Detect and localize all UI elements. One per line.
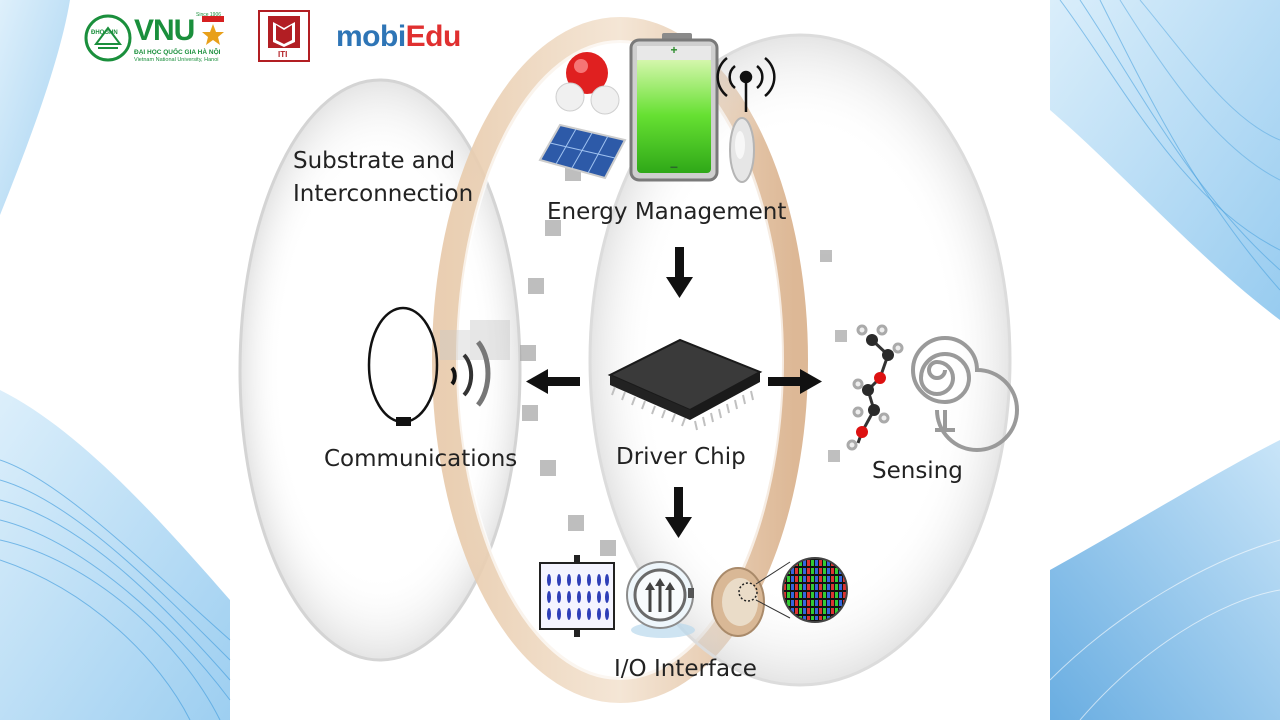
driver-chip-label: Driver Chip	[616, 444, 746, 470]
spiral-sensor-icon	[911, 336, 1019, 452]
vnu-subtitle-vi: ĐẠI HỌC QUỐC GIA HÀ NỘI	[134, 49, 221, 56]
loop-antenna-icon	[367, 306, 491, 426]
pupil-lens-icon	[626, 561, 695, 638]
interconnect-pads	[440, 165, 847, 556]
vnu-badge: ĐHQGHN	[91, 30, 118, 36]
vnu-since: Since 1906	[196, 12, 222, 18]
arrow-right-sensing	[768, 369, 822, 394]
wave-bottom-right	[1049, 440, 1280, 720]
mobiedu-text: mobiEdu	[336, 20, 461, 53]
arrow-down-energy	[666, 247, 693, 298]
antenna-icon	[716, 57, 776, 112]
vnu-star-icon	[202, 16, 224, 45]
vnu-logo: ĐHQGHN Since 1906 VNU ĐẠI HỌC QUỐC GIA H…	[84, 12, 234, 63]
interconnection-label: Interconnection	[293, 181, 474, 207]
pixel-display-icon	[782, 557, 848, 623]
vnu-subtitle-en: Vietnam National University, Hanoi	[134, 57, 219, 63]
arrow-left-comm	[526, 369, 580, 394]
molecule-icon	[846, 324, 904, 451]
wave-top-left	[0, 0, 70, 215]
wave-top-right	[1050, 0, 1280, 320]
wave-bottom-left	[0, 390, 231, 720]
flow-arrows	[526, 247, 822, 538]
vnu-text: VNU	[134, 14, 195, 47]
vnu-emblem-icon	[84, 14, 132, 62]
substrate-label: Substrate and	[293, 148, 456, 174]
arrow-down-io	[665, 487, 692, 538]
liquid-crystal-icon	[539, 555, 615, 637]
mobiedu-logo: mobiEdu	[336, 20, 461, 60]
solar-panel-icon	[538, 123, 627, 180]
water-molecule-icon	[555, 52, 620, 115]
contact-lens-icon	[729, 117, 755, 183]
communications-label: Communications	[324, 446, 518, 472]
iti-text: ITI	[278, 50, 288, 59]
display-lens-icon	[711, 561, 791, 637]
iti-emblem-icon	[268, 16, 300, 48]
mobiedu-text-edu: Edu	[405, 20, 462, 53]
battery-icon: + −	[629, 33, 719, 182]
right-lens	[588, 33, 1012, 687]
svg-text:−: −	[670, 159, 678, 175]
svg-text:+: +	[670, 43, 677, 57]
sensing-label: Sensing	[872, 458, 963, 484]
energy-management-label: Energy Management	[547, 199, 787, 225]
io-interface-label: I/O Interface	[614, 656, 757, 682]
iti-logo: ITI	[258, 10, 310, 62]
chip-icon	[607, 338, 763, 431]
